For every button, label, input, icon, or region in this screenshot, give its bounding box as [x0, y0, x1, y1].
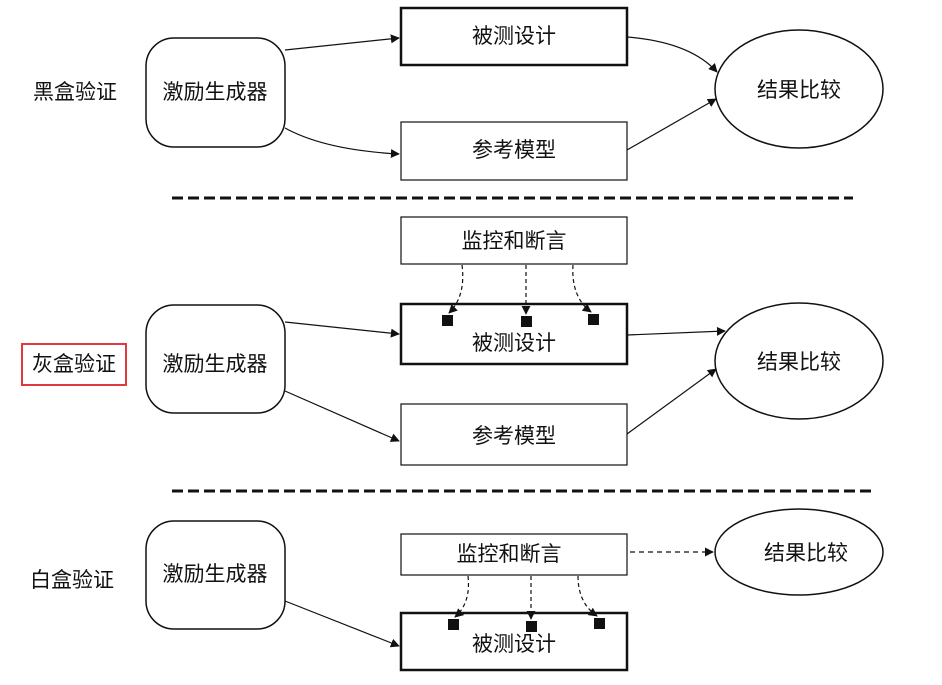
arrow-dut-to-compare	[626, 36, 718, 73]
result-compare-ellipse	[714, 508, 884, 596]
arrow-stimulus-to-reference	[284, 127, 400, 159]
probe-point	[526, 621, 537, 632]
stimulus-generator-label: 激励生成器	[163, 80, 268, 104]
stimulus-generator-box	[145, 520, 286, 630]
dut-box	[399, 6, 629, 67]
section-gray-box: 灰盒验证 监控和断言 激励生成器 被测设计 参考模型 结果比较	[21, 216, 884, 466]
arrow-dut-to-compare	[626, 326, 726, 336]
result-compare-ellipse	[714, 29, 884, 149]
reference-model-label: 参考模型	[472, 424, 556, 448]
stimulus-generator-label: 激励生成器	[163, 352, 268, 376]
section-label-black-box: 黑盒验证	[33, 80, 117, 104]
arrow-reference-to-compare	[626, 98, 717, 151]
result-compare-label: 结果比较	[764, 541, 848, 565]
arrow-stimulus-to-dut	[284, 321, 400, 338]
reference-model-box	[400, 403, 628, 466]
monitor-assertion-label: 监控和断言	[462, 229, 567, 253]
probe-arrow	[572, 264, 592, 313]
arrow-stimulus-to-dut	[284, 600, 400, 648]
arrow-stimulus-to-dut	[284, 34, 400, 51]
stimulus-generator-box	[145, 304, 286, 414]
section-label-gray-box: 灰盒验证	[32, 352, 116, 376]
dut-label: 被测设计	[472, 632, 556, 656]
stimulus-generator-label: 激励生成器	[163, 562, 268, 586]
section-label-white-box: 白盒验证	[30, 568, 114, 592]
dut-label: 被测设计	[472, 331, 556, 355]
arrow-stimulus-to-reference	[284, 390, 400, 442]
arrow-reference-to-compare	[626, 368, 717, 435]
probe-arrow	[577, 575, 598, 617]
monitor-assertion-label: 监控和断言	[457, 542, 562, 566]
probe-point	[588, 314, 599, 325]
result-compare-label: 结果比较	[757, 350, 841, 374]
probe-arrow	[454, 575, 470, 618]
dut-box	[399, 611, 629, 672]
monitor-assertion-box	[400, 216, 628, 265]
section-black-box: 黑盒验证 激励生成器 被测设计 参考模型 结果比较	[33, 6, 884, 181]
probe-point	[448, 619, 459, 630]
section-white-box: 白盒验证 激励生成器 监控和断言 被测设计 结果比较	[30, 508, 884, 672]
probe-point	[442, 315, 453, 326]
reference-model-label: 参考模型	[472, 138, 556, 162]
monitor-assertion-box	[400, 533, 628, 576]
probe-point	[521, 316, 532, 327]
stimulus-generator-box	[145, 37, 286, 148]
result-compare-ellipse	[714, 302, 884, 420]
reference-model-box	[400, 121, 628, 181]
result-compare-label: 结果比较	[757, 78, 841, 102]
dut-label: 被测设计	[472, 24, 556, 48]
highlight-box	[21, 343, 127, 386]
probe-point	[594, 618, 605, 629]
